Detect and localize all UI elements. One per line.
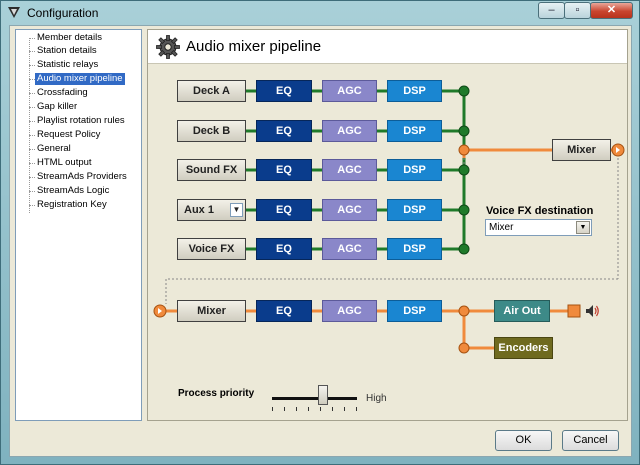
sound-fx-agc-button[interactable]: AGC [322,159,377,181]
air-out-button[interactable]: Air Out [494,300,550,322]
slider-ticks [272,407,357,411]
mixer-block[interactable]: Mixer [552,139,611,161]
output-mixer-source[interactable]: Mixer [177,300,246,322]
panel-header: Audio mixer pipeline [148,30,627,64]
aux-dropdown-icon[interactable]: ▼ [230,203,243,217]
window-title: Configuration [27,6,99,20]
minimize-button[interactable]: – [538,2,565,19]
title-bar[interactable]: Configuration – ▫ ✕ [1,1,639,25]
panel-title: Audio mixer pipeline [186,38,322,55]
output-eq-button[interactable]: EQ [256,300,312,322]
cancel-button[interactable]: Cancel [562,430,619,451]
voice-fx-destination-value: Mixer [489,222,514,233]
source-voice-fx[interactable]: Voice FX [177,238,246,260]
tree-connector [29,38,30,213]
aux-1-dsp-button[interactable]: DSP [387,199,442,221]
sound-fx-eq-button[interactable]: EQ [256,159,312,181]
deck-a-dsp-button[interactable]: DSP [387,80,442,102]
deck-b-agc-button[interactable]: AGC [322,120,377,142]
encoders-button[interactable]: Encoders [494,337,553,359]
process-priority-value: High [366,393,387,404]
pipeline-wires [153,85,625,354]
settings-tree[interactable]: Member details Station details Statistic… [15,29,142,421]
sound-fx-dsp-button[interactable]: DSP [387,159,442,181]
aux-source-label: Aux 1 [184,204,214,216]
chevron-down-icon[interactable]: ▼ [576,221,590,234]
aux-1-eq-button[interactable]: EQ [256,199,312,221]
source-deck-b[interactable]: Deck B [177,120,246,142]
voice-fx-destination-select[interactable]: Mixer ▼ [485,219,592,236]
pipeline-diagram: Deck A EQ AGC DSP Deck B EQ AGC DSP Soun… [148,30,629,422]
source-deck-a[interactable]: Deck A [177,80,246,102]
source-sound-fx[interactable]: Sound FX [177,159,246,181]
deck-b-eq-button[interactable]: EQ [256,120,312,142]
voice-fx-eq-button[interactable]: EQ [256,238,312,260]
close-button[interactable]: ✕ [590,2,633,19]
audio-mixer-panel: Audio mixer pipeline [147,29,628,421]
maximize-button[interactable]: ▫ [564,2,591,19]
ok-button[interactable]: OK [495,430,552,451]
process-priority-track[interactable] [272,397,357,400]
output-dsp-button[interactable]: DSP [387,300,442,322]
voice-fx-agc-button[interactable]: AGC [322,238,377,260]
deck-a-eq-button[interactable]: EQ [256,80,312,102]
voice-fx-dsp-button[interactable]: DSP [387,238,442,260]
gear-icon [156,35,180,59]
aux-1-agc-button[interactable]: AGC [322,199,377,221]
deck-b-dsp-button[interactable]: DSP [387,120,442,142]
voice-fx-destination-label: Voice FX destination [486,205,594,217]
source-aux-1[interactable]: Aux 1 ▼ [177,199,246,221]
process-priority-slider[interactable] [318,385,328,405]
process-priority-label: Process priority [178,388,255,399]
client-area: Member details Station details Statistic… [9,25,632,457]
app-logo-icon [8,7,20,18]
output-agc-button[interactable]: AGC [322,300,377,322]
speaker-icon [586,305,599,317]
deck-a-agc-button[interactable]: AGC [322,80,377,102]
